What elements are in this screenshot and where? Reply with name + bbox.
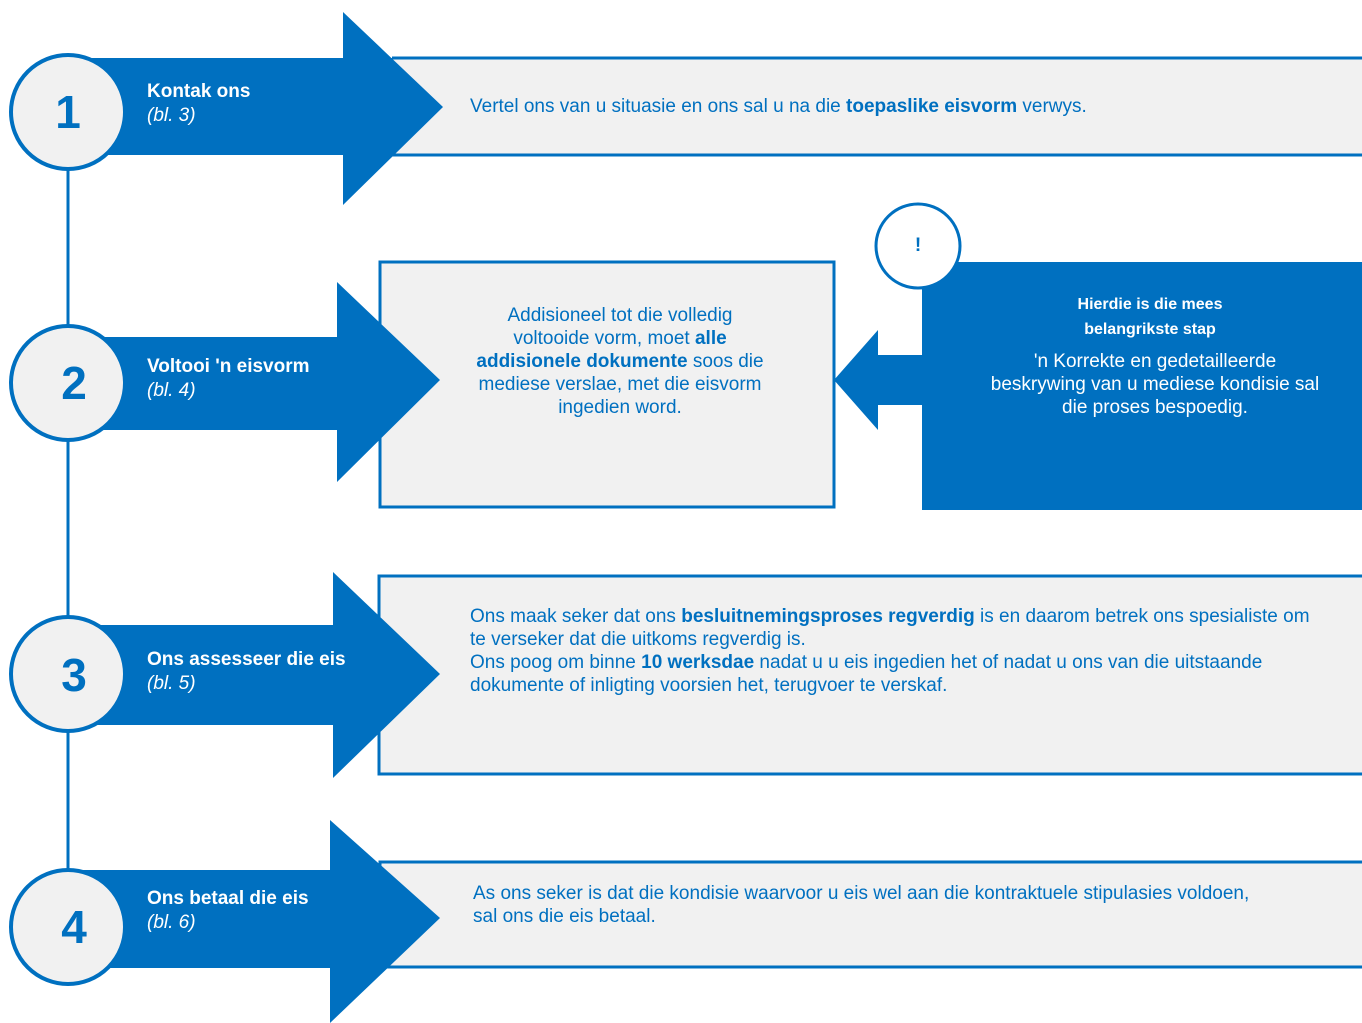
step-2-arrow xyxy=(68,282,440,482)
callout-arrow xyxy=(834,330,922,430)
step-1-text-a: Vertel ons van u situasie en ons sal u n… xyxy=(470,96,847,117)
callout-box xyxy=(922,262,1362,510)
step-3-p2-c: nadat u u eis ingedien het of nadat u on… xyxy=(470,652,1263,696)
step-3-title: Ons assesseer die eis (bl. 5) xyxy=(147,648,372,696)
step-1-ref: (bl. 3) xyxy=(147,105,196,126)
step-3-title-text: Ons assesseer die eis xyxy=(147,649,346,670)
step-3-p1-bold: besluitnemingsproses regverdig xyxy=(681,606,975,627)
step-2-text-bold: alle addisionele dokumente xyxy=(476,328,727,372)
step-3-box xyxy=(377,574,1362,776)
step-2-text-c: soos die mediese verslae, met die eisvor… xyxy=(478,351,764,418)
step-4-circle xyxy=(9,868,127,986)
callout-icon: ! xyxy=(914,235,922,256)
callout-text: 'n Korrekte en gedetailleerde beskrywing… xyxy=(990,351,1320,418)
step-1-circle xyxy=(9,53,127,171)
step-3-paragraph-1: Ons maak seker dat ons besluitnemingspro… xyxy=(470,605,1330,651)
step-3-text: Ons maak seker dat ons besluitnemingspro… xyxy=(470,605,1330,697)
step-3-p2-a: Ons poog om binne xyxy=(470,652,642,673)
step-1-arrow xyxy=(68,12,443,205)
step-4-ref: (bl. 6) xyxy=(147,912,196,933)
step-2-title-text: Voltooi 'n eisvorm xyxy=(147,356,310,377)
step-2-number: 2 xyxy=(61,357,87,409)
step-2-circle xyxy=(9,324,127,442)
step-2-ref: (bl. 4) xyxy=(147,380,196,401)
step-3-circle xyxy=(9,615,127,733)
step-1-text: Vertel ons van u situasie en ons sal u n… xyxy=(470,95,1350,118)
step-3-p2-bold: 10 werksdae xyxy=(641,652,755,673)
step-3-p1-c: is en daarom betrek ons spesialiste om t… xyxy=(470,606,1310,650)
step-3-arrow xyxy=(68,572,440,778)
step-1-text-c: verwys. xyxy=(1017,96,1087,117)
step-4-title-text: Ons betaal die eis xyxy=(147,888,309,909)
step-4-box xyxy=(378,860,1362,969)
step-3-number: 3 xyxy=(61,649,87,701)
step-3-paragraph-2: Ons poog om binne 10 werksdae nadat u u … xyxy=(470,651,1330,697)
step-1-text-bold: toepaslike eisvorm xyxy=(846,96,1018,117)
step-2-text-a: Addisioneel tot die volledig voltooide v… xyxy=(507,305,733,349)
step-2-title: Voltooi 'n eisvorm (bl. 4) xyxy=(147,355,337,403)
step-1-box-fill xyxy=(393,59,1362,154)
callout-icon-circle xyxy=(874,202,962,290)
step-2-text: Addisioneel tot die volledig voltooide v… xyxy=(470,304,770,419)
step-3-p1-a: Ons maak seker dat ons xyxy=(470,606,682,627)
step-1-title: Kontak ons (bl. 3) xyxy=(147,80,337,128)
step-1-number: 1 xyxy=(55,86,81,138)
step-2-box xyxy=(378,260,836,509)
step-4-text: As ons seker is dat die kondisie waarvoo… xyxy=(473,883,1250,927)
step-4-title: Ons betaal die eis (bl. 6) xyxy=(147,887,337,935)
callout-heading: Hierdie is die mees belangrikste stap xyxy=(1077,296,1223,338)
step-1-title-text: Kontak ons xyxy=(147,81,251,102)
step-4-arrow xyxy=(68,820,440,1023)
step-4-number: 4 xyxy=(61,901,87,953)
step-3-ref: (bl. 5) xyxy=(147,673,196,694)
